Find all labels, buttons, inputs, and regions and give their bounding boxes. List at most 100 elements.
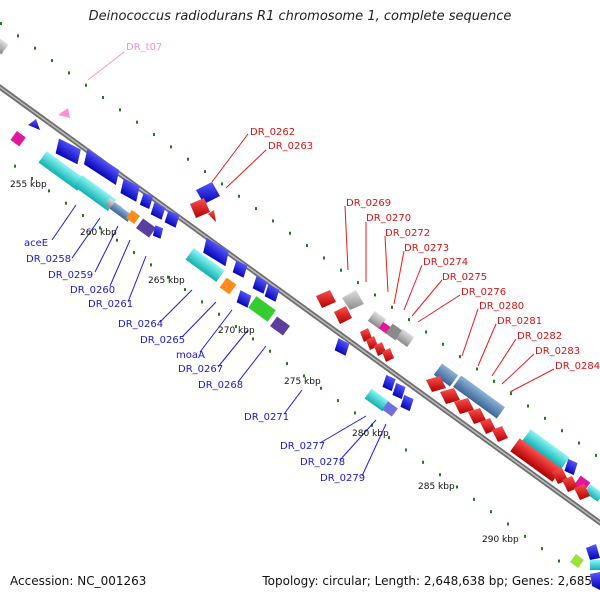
label-DR_0281[interactable]: DR_0281 <box>497 316 542 327</box>
tick-mark <box>153 133 155 137</box>
purple-feature-DR_0268[interactable] <box>270 316 290 336</box>
gene-arrow[interactable] <box>586 544 600 560</box>
grey-feature-DR_0270[interactable] <box>342 290 364 310</box>
tick-mark <box>544 416 546 420</box>
cds-cyan-2[interactable] <box>73 174 117 212</box>
gene-arrow[interactable] <box>454 398 474 414</box>
cds-cyan[interactable] <box>522 429 570 469</box>
label-DR_0271[interactable]: DR_0271 <box>244 412 289 423</box>
gene-arrow[interactable] <box>440 388 460 404</box>
label-DR_0268[interactable]: DR_0268 <box>198 380 243 391</box>
label-DR_0259[interactable]: DR_0259 <box>48 270 93 281</box>
label-DR_0272[interactable]: DR_0272 <box>385 228 430 239</box>
gene-arrow[interactable] <box>150 224 167 241</box>
gene-arrow[interactable] <box>261 283 282 304</box>
gene-DR_0258[interactable] <box>79 148 124 187</box>
label-DR_0265[interactable]: DR_0265 <box>140 335 185 346</box>
gene-arrow[interactable] <box>492 426 508 442</box>
cds-steel-DR_0280[interactable] <box>433 363 459 387</box>
gene-arrow[interactable] <box>379 373 399 393</box>
green-feature-DR_0267[interactable] <box>248 296 276 322</box>
label-DR_0261[interactable]: DR_0261 <box>88 299 133 310</box>
scale-label: 280 kbp <box>352 429 389 439</box>
gene-arrow[interactable] <box>468 408 486 424</box>
gene-arrow[interactable] <box>229 259 250 280</box>
label-DR_0278[interactable]: DR_0278 <box>300 457 345 468</box>
gene-DR_0262[interactable] <box>196 182 220 204</box>
gene-arrow[interactable] <box>161 209 182 230</box>
scale-label: 255 kbp <box>10 180 47 190</box>
grey-feature-DR_0275[interactable] <box>395 329 415 347</box>
rrna-feature[interactable] <box>10 131 26 147</box>
forward-strand-features[interactable] <box>0 38 600 590</box>
gene-arrow[interactable] <box>561 457 581 477</box>
gene-arrow[interactable] <box>382 348 394 362</box>
trna-feature-DR_t07[interactable] <box>58 108 70 118</box>
gene-arrow[interactable] <box>137 191 157 211</box>
accession-text: Accession: NC_001263 <box>10 574 147 588</box>
gene-arrow[interactable] <box>389 381 409 401</box>
label-DR_0263[interactable]: DR_0263 <box>268 141 313 152</box>
blue-gene-labels[interactable]: aceE DR_0258 DR_0259 DR_0260 DR_0261 DR_… <box>24 238 365 484</box>
label-DR_0267[interactable]: DR_0267 <box>178 364 223 375</box>
gene-arrow[interactable] <box>397 393 417 413</box>
label-DR_0264[interactable]: DR_0264 <box>118 319 163 330</box>
gene-DR_0259[interactable] <box>116 176 145 203</box>
gene-arrow[interactable] <box>334 306 352 324</box>
label-DR_0262[interactable]: DR_0262 <box>250 127 295 138</box>
gene-aceE[interactable] <box>51 135 86 167</box>
purple-feature[interactable] <box>136 218 156 238</box>
orange-feature[interactable] <box>126 210 140 224</box>
gene-arrow[interactable] <box>590 572 600 590</box>
gene-DR_0263[interactable] <box>190 198 210 218</box>
gene-arrow[interactable] <box>147 201 168 222</box>
reverse-strand-features[interactable] <box>190 182 590 500</box>
gene-DR_0284[interactable] <box>510 438 562 482</box>
label-DR_0269[interactable]: DR_0269 <box>346 198 391 209</box>
gene-DR_0264[interactable] <box>198 236 233 268</box>
tick-mark <box>408 318 410 322</box>
tick-mark <box>184 288 186 292</box>
label-DR_0260[interactable]: DR_0260 <box>70 285 115 296</box>
cds-steel-DR_0281[interactable] <box>453 375 505 419</box>
tick-mark <box>51 59 53 63</box>
tick-mark <box>507 522 509 526</box>
gene-arrow[interactable] <box>426 376 446 392</box>
label-DR_0273[interactable]: DR_0273 <box>404 243 449 254</box>
orange-feature[interactable] <box>219 277 237 295</box>
label-DR_0276[interactable]: DR_0276 <box>461 287 506 298</box>
label-DR_0279[interactable]: DR_0279 <box>320 473 365 484</box>
label-moaA[interactable]: moaA <box>176 350 205 361</box>
gene-arrow[interactable] <box>208 210 216 222</box>
label-DR_0282[interactable]: DR_0282 <box>517 331 562 342</box>
gene-arrow[interactable] <box>574 484 590 500</box>
cds-cyan[interactable] <box>590 560 600 570</box>
tick-mark <box>405 448 407 452</box>
label-DR_t07[interactable]: DR_t07 <box>126 42 162 53</box>
gene-arrow[interactable] <box>249 275 270 296</box>
label-DR_0277[interactable]: DR_0277 <box>280 441 325 452</box>
cds-cyan[interactable] <box>584 484 600 502</box>
cds-cyan-DR_0265[interactable] <box>185 248 225 282</box>
cds-cyan-DR_0277[interactable] <box>364 388 390 412</box>
gene-arrow[interactable] <box>233 289 254 310</box>
cds-cyan-1[interactable] <box>38 151 86 191</box>
grey-feature[interactable] <box>0 38 9 55</box>
tick-mark <box>459 355 461 359</box>
cds-steel[interactable] <box>109 202 133 222</box>
label-DR_0258[interactable]: DR_0258 <box>26 254 71 265</box>
label-DR_0274[interactable]: DR_0274 <box>423 257 468 268</box>
label-DR_0275[interactable]: DR_0275 <box>442 272 487 283</box>
label-DR_0284[interactable]: DR_0284 <box>555 361 600 372</box>
green-feature[interactable] <box>570 554 584 568</box>
label-DR_0283[interactable]: DR_0283 <box>535 346 580 357</box>
gene-arrow[interactable] <box>28 119 40 130</box>
label-DR_0280[interactable]: DR_0280 <box>479 301 524 312</box>
label-DR_0270[interactable]: DR_0270 <box>366 213 411 224</box>
cds-steel-DR_0278[interactable] <box>382 401 398 417</box>
red-gene-labels[interactable]: DR_0262 DR_0263 DR_0269 DR_0270 DR_0272 … <box>250 127 600 372</box>
gene-DR_0269[interactable] <box>316 290 336 308</box>
label-aceE[interactable]: aceE <box>24 238 48 249</box>
gene-arrow[interactable] <box>331 337 352 358</box>
